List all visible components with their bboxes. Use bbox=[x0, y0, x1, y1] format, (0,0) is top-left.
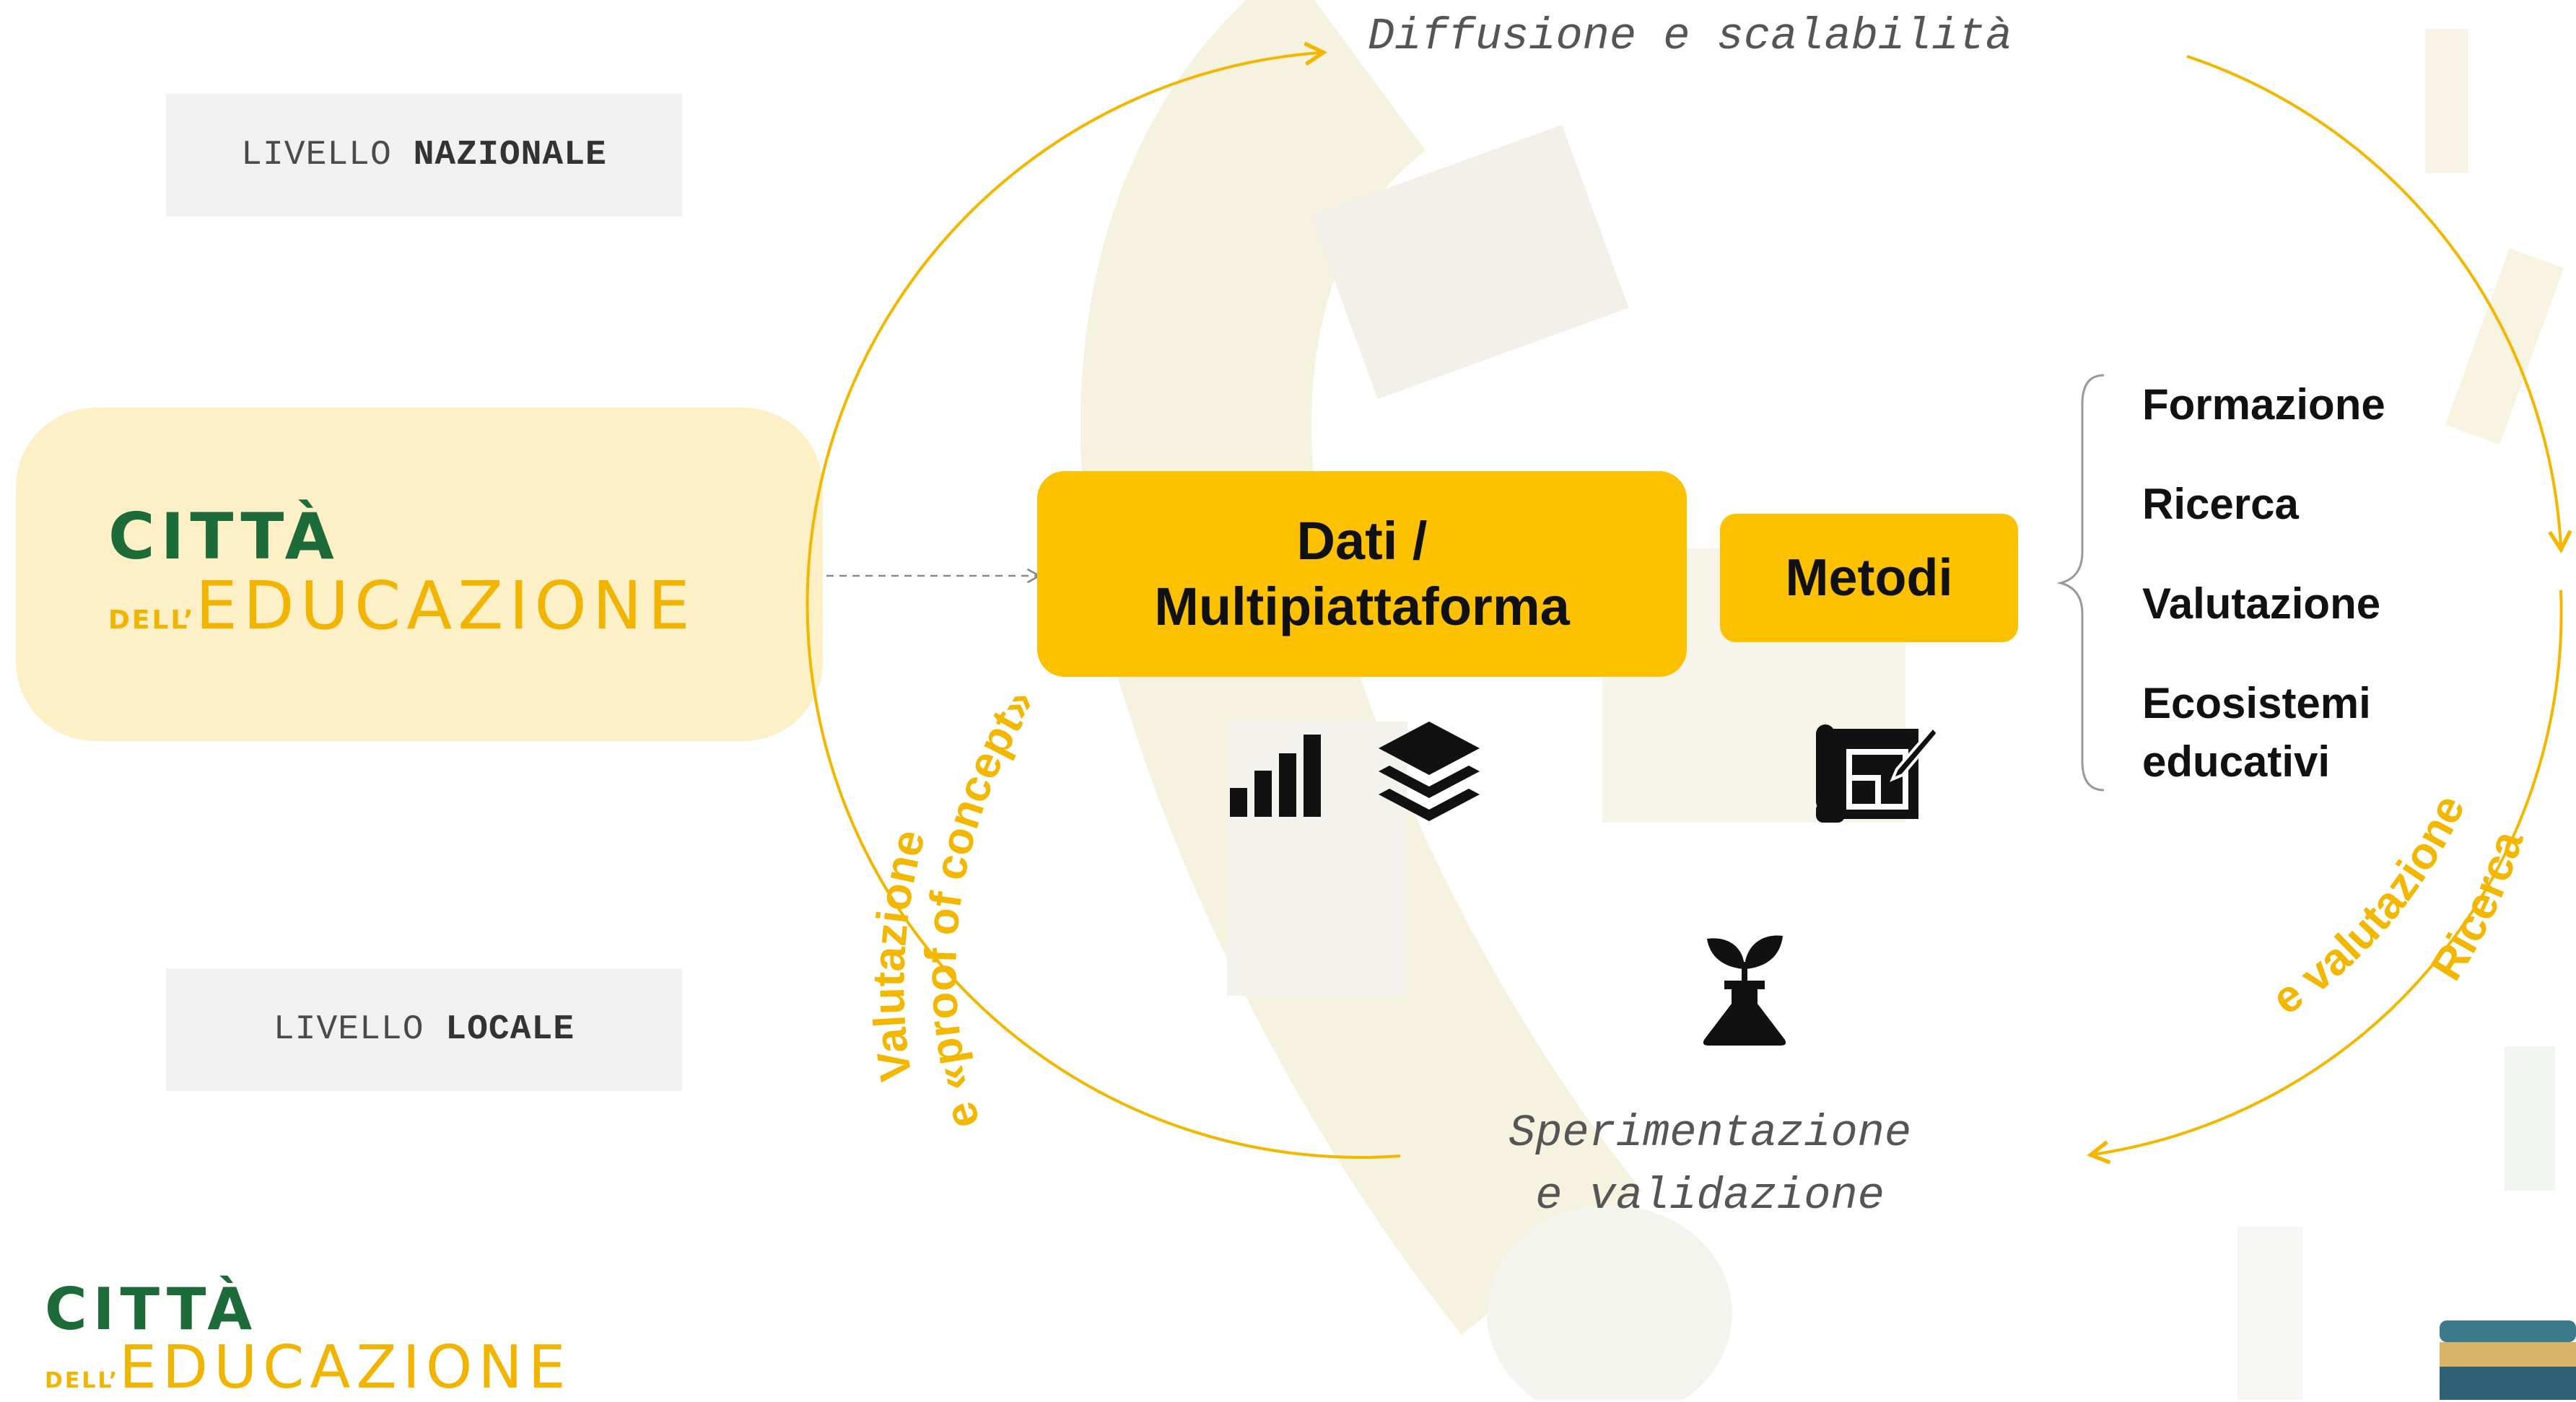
logo-line1: CITTÀ bbox=[45, 1276, 258, 1343]
level-local-bold: LOCALE bbox=[445, 1010, 575, 1049]
bar-chart-icon bbox=[1230, 735, 1321, 817]
stage-bottom-line2: e validazione bbox=[1535, 1170, 1885, 1222]
level-prefix: LIVELLO bbox=[241, 136, 414, 175]
logo-panel bbox=[16, 408, 823, 741]
level-national-bold: NAZIONALE bbox=[413, 136, 607, 175]
methods-box: Metodi bbox=[1720, 514, 2018, 642]
blueprint-icon bbox=[1816, 724, 1938, 823]
logo-dell: DELL’ bbox=[108, 605, 196, 635]
level-prefix: LIVELLO bbox=[273, 1010, 446, 1049]
main-logo: CITTÀ DELL’EDUCAZIONE bbox=[108, 505, 696, 639]
arc-label-e-valutazione: e valutazione bbox=[2263, 788, 2475, 1025]
arc-left bbox=[805, 41, 1401, 1159]
stage-top-label: Diffusione e scalabilità bbox=[1368, 11, 2012, 62]
arc-right-bottom bbox=[2087, 590, 2563, 1165]
footer-logo: CITTÀ DELL’EDUCAZIONE bbox=[45, 1281, 572, 1398]
arc-right-top bbox=[2186, 55, 2572, 554]
layers-icon bbox=[1379, 722, 1480, 821]
flask-plant-icon bbox=[1703, 935, 1786, 1046]
stage-bottom-label: Sperimentazione e validazione bbox=[1509, 1103, 1911, 1228]
list-item-valutazione: Valutazione bbox=[2142, 579, 2381, 628]
data-multiplatform-box: Dati /Multipiattaforma bbox=[1037, 471, 1687, 677]
arc-label-proof-of-concept: e «proof of concept» bbox=[916, 680, 1045, 1134]
list-item-ecosistemi-line1: Ecosistemi bbox=[2142, 679, 2371, 727]
logo-dell: DELL’ bbox=[45, 1368, 120, 1393]
list-item-ricerca: Ricerca bbox=[2142, 480, 2299, 528]
logo-line2: EDUCAZIONE bbox=[195, 567, 696, 644]
logo-line1: CITTÀ bbox=[108, 499, 340, 574]
list-item-ecosistemi-line2: educativi bbox=[2142, 737, 2331, 786]
stage-bottom-line1: Sperimentazione bbox=[1509, 1108, 1912, 1159]
dati-line1: Dati / bbox=[1296, 511, 1428, 571]
list-item-ecosistemi: Ecosistemi educativi bbox=[2142, 674, 2371, 791]
level-national-label: LIVELLO NAZIONALE bbox=[166, 94, 682, 216]
dati-line2: Multipiattaforma bbox=[1154, 576, 1570, 636]
brace bbox=[2056, 374, 2105, 792]
level-local-label: LIVELLO LOCALE bbox=[166, 968, 682, 1091]
list-item-formazione: Formazione bbox=[2142, 380, 2385, 429]
logo-line2: EDUCAZIONE bbox=[119, 1333, 572, 1402]
